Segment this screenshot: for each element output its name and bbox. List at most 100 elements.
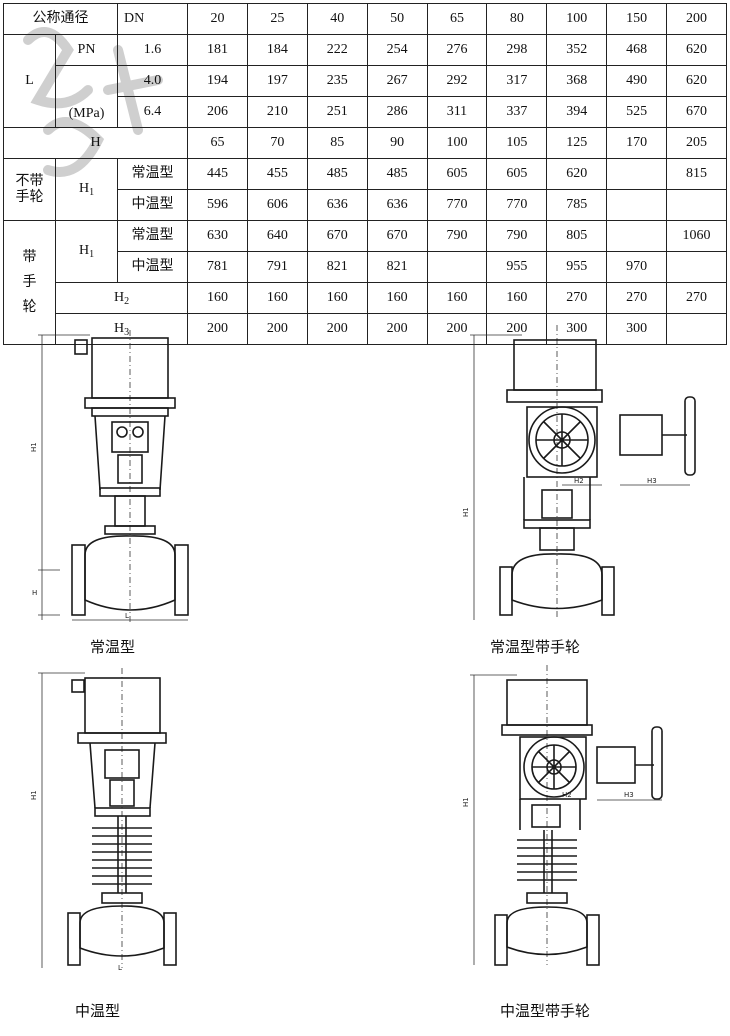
cell: 394 <box>546 96 608 128</box>
cell: 100 <box>426 127 488 159</box>
pn-label: PN <box>55 34 118 66</box>
temp-type: 中温型 <box>117 251 188 283</box>
cell: 620 <box>666 65 727 97</box>
cell: 270 <box>606 282 667 314</box>
svg-text:L: L <box>125 612 129 620</box>
cell: 490 <box>606 65 667 97</box>
cell: 298 <box>486 34 548 66</box>
svg-text:H: H <box>32 589 37 597</box>
cell <box>606 158 667 190</box>
H2-row: H2 160 160 160 160 160 160 270 270 270 <box>4 282 727 314</box>
cell: 468 <box>606 34 667 66</box>
cell: 160 <box>187 282 248 314</box>
temp-type: 常温型 <box>117 220 188 252</box>
cell: 292 <box>426 65 488 97</box>
cell: 790 <box>426 220 488 252</box>
cell: 805 <box>546 220 608 252</box>
pn-value: 6.4 <box>117 96 188 128</box>
cell: 455 <box>246 158 308 190</box>
cell: 235 <box>306 65 368 97</box>
cell: 222 <box>306 34 368 66</box>
label-line: 带 <box>22 249 37 265</box>
mpa-label: (MPa) <box>55 65 118 128</box>
dn-value: 65 <box>426 3 488 35</box>
cell: 170 <box>606 127 667 159</box>
h-base: H <box>113 289 125 305</box>
dn-value: 150 <box>606 3 667 35</box>
h-sub: 2 <box>124 295 130 307</box>
label-line: 不带 <box>15 174 44 190</box>
cell: 352 <box>546 34 608 66</box>
cell: 791 <box>246 251 308 283</box>
svg-text:H2: H2 <box>574 477 584 485</box>
h-sub: 1 <box>89 187 95 198</box>
dn-label: 公称通径 <box>3 3 118 35</box>
cell: 184 <box>246 34 308 66</box>
cell: 206 <box>187 96 248 128</box>
cell: 205 <box>666 127 727 159</box>
cell <box>606 220 667 252</box>
caption-mid-handwheel: 中温型带手轮 <box>500 1002 591 1020</box>
svg-text:H2: H2 <box>562 791 572 799</box>
cell: 620 <box>666 34 727 66</box>
cell: 630 <box>187 220 248 252</box>
valve-drawing-mid-handwheel: H1 H2 H3 <box>462 665 663 966</box>
cell: 90 <box>366 127 428 159</box>
handwheel-mid-row: 中温型 781 791 821 821 955 955 970 <box>4 251 727 283</box>
cell: 276 <box>426 34 488 66</box>
H1-label: H1 <box>55 158 118 221</box>
cell: 605 <box>426 158 488 190</box>
handwheel-label: 带 手 轮 <box>3 220 56 345</box>
cell <box>666 313 727 345</box>
cell: 821 <box>306 251 368 283</box>
H-label: H <box>3 127 188 159</box>
svg-text:H3: H3 <box>647 477 657 485</box>
pn-row: L PN 1.6 181 184 222 254 276 298 352 468… <box>3 34 727 128</box>
cell: 200 <box>306 313 368 345</box>
h-sub: 1 <box>89 249 95 260</box>
h-sub: 3 <box>124 326 130 338</box>
cell: 815 <box>666 158 727 190</box>
cell: 200 <box>366 313 428 345</box>
h-base: H <box>78 181 90 196</box>
pn-row: (MPa) 4.0 194 197 235 267 292 317 368 49… <box>4 65 727 128</box>
cell: 200 <box>246 313 308 345</box>
cell: 821 <box>366 251 428 283</box>
cell: 955 <box>486 251 548 283</box>
cell: 636 <box>306 189 368 221</box>
caption-mid: 中温型 <box>75 1002 121 1020</box>
cell: 970 <box>606 251 667 283</box>
cell: 160 <box>366 282 428 314</box>
cell: 160 <box>486 282 548 314</box>
cell: 770 <box>426 189 488 221</box>
cell <box>666 251 727 283</box>
label-line: 手 <box>22 274 37 290</box>
cell: 317 <box>486 65 548 97</box>
cell: 270 <box>666 282 727 314</box>
cell: 368 <box>546 65 608 97</box>
no-handwheel-label: 不带 手轮 <box>3 158 56 221</box>
valve-drawing-normal-handwheel: H1 H2 H3 <box>462 325 696 620</box>
handwheel-normal-row: 带 手 轮 H1 常温型 630 640 670 670 790 790 805… <box>3 220 727 345</box>
cell: 105 <box>486 127 548 159</box>
temp-type: 常温型 <box>117 158 188 190</box>
cell: 251 <box>306 96 368 128</box>
cell: 270 <box>546 282 608 314</box>
pn-value: 1.6 <box>117 34 188 66</box>
caption-normal-handwheel: 常温型带手轮 <box>490 638 581 656</box>
valve-drawing-mid: H1 L <box>30 668 177 972</box>
H1-label: H1 <box>55 220 118 283</box>
cell: 85 <box>306 127 368 159</box>
dn-row: 公称通径 DN 20 25 40 50 65 80 100 150 200 <box>3 3 727 35</box>
cell: 636 <box>366 189 428 221</box>
cell: 267 <box>366 65 428 97</box>
cell: 337 <box>486 96 548 128</box>
caption-normal: 常温型 <box>90 638 136 656</box>
cell: 640 <box>246 220 308 252</box>
spec-table: 公称通径 DN 20 25 40 50 65 80 100 150 200 L … <box>3 3 727 345</box>
cell: 160 <box>246 282 308 314</box>
dn-value: 50 <box>366 3 428 35</box>
cell: 70 <box>246 127 308 159</box>
svg-text:L: L <box>118 964 122 972</box>
cell: 200 <box>187 313 248 345</box>
